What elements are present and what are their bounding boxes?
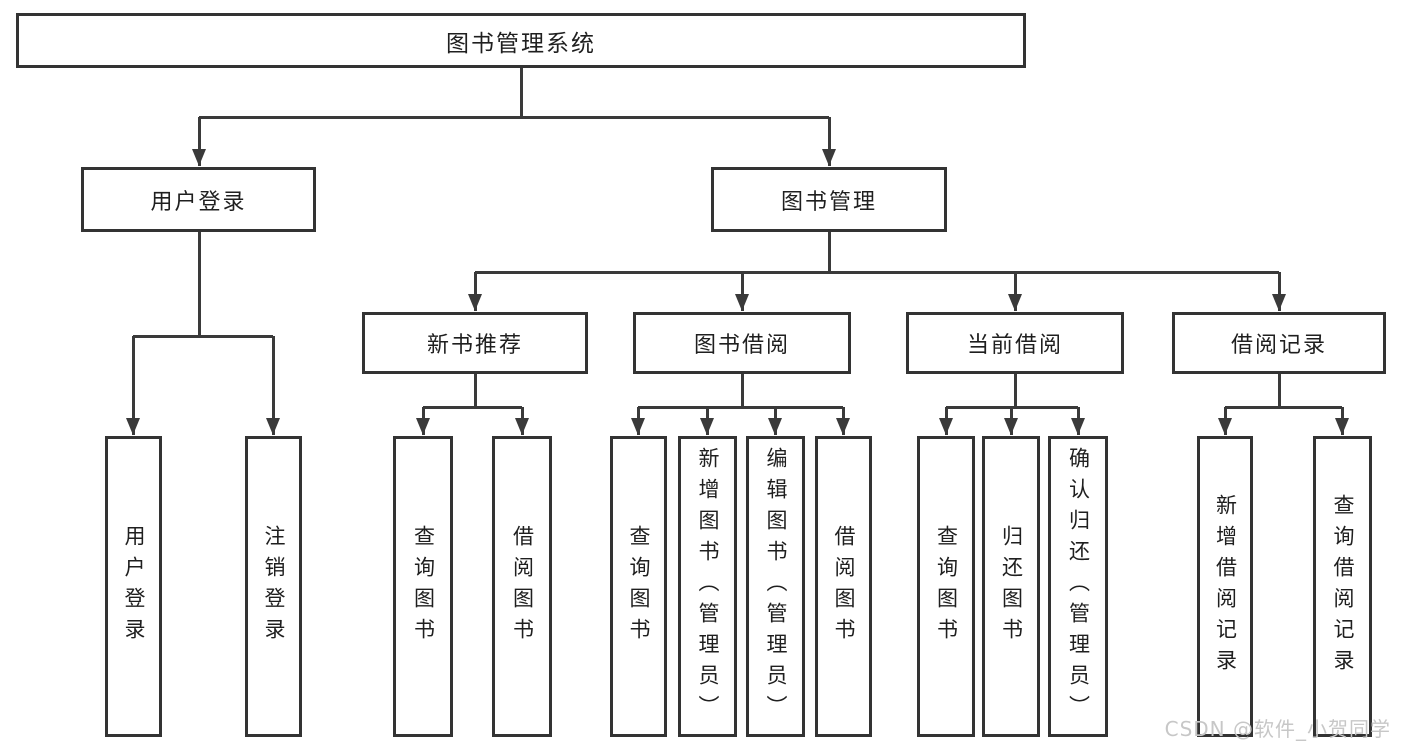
leaf-bb-borrow-books: 借阅图书 [815, 436, 872, 737]
conn-l1-hline [199, 115, 829, 119]
leaf-user-login: 用户登录 [105, 436, 162, 737]
conn-newbooks-hline [423, 405, 522, 409]
conn-borrow-drop [740, 374, 744, 407]
leaf-br-query-record: 查询借阅记录 [1313, 436, 1372, 737]
leaf-nb-borrow-books: 借阅图书 [492, 436, 552, 737]
conn-arrow-bb-borrow [841, 407, 845, 435]
leaf-nb-borrow-books-label: 借阅图书 [510, 524, 535, 649]
conn-arrow-borrow-records [1277, 272, 1281, 311]
conn-arrow-book-borrow [740, 272, 744, 311]
conn-arrow-leaf-user-login [131, 336, 135, 435]
conn-mgmt-drop [827, 232, 831, 272]
conn-arrow-new-books [473, 272, 477, 311]
leaf-br-add-record: 新增借阅记录 [1197, 436, 1253, 737]
node-current-borrow-label: 当前借阅 [966, 333, 1063, 358]
conn-arrow-cb-return [1009, 407, 1013, 435]
leaf-user-login-label: 用户登录 [122, 524, 146, 649]
leaf-cb-query-books-label: 查询图书 [934, 524, 959, 649]
leaf-bb-query-books-label: 查询图书 [627, 524, 651, 649]
conn-arrow-cb-confirm [1076, 407, 1080, 435]
node-user-login: 用户登录 [81, 167, 316, 232]
conn-arrow-bb-query [636, 407, 640, 435]
leaf-nb-query-books: 查询图书 [393, 436, 453, 737]
conn-arrow-cb-query [944, 407, 948, 435]
node-new-books: 新书推荐 [362, 312, 588, 374]
conn-root-drop [519, 68, 523, 117]
conn-arrow-bb-edit [773, 407, 777, 435]
node-current-borrow: 当前借阅 [906, 312, 1124, 374]
leaf-br-query-record-label: 查询借阅记录 [1331, 493, 1355, 680]
leaf-cb-return-books: 归还图书 [982, 436, 1040, 737]
conn-arrow-bb-add [705, 407, 709, 435]
conn-arrow-br-query [1340, 407, 1344, 435]
node-new-books-label: 新书推荐 [426, 333, 523, 358]
leaf-cb-query-books: 查询图书 [917, 436, 975, 737]
csdn-watermark: CSDN @软件_小贺同学 [1164, 717, 1391, 741]
conn-newbooks-drop [473, 374, 477, 407]
leaf-cb-return-books-label: 归还图书 [999, 524, 1024, 649]
conn-arrow-br-add [1223, 407, 1227, 435]
leaf-br-add-record-label: 新增借阅记录 [1213, 493, 1238, 680]
leaf-bb-add-book-admin: 新增图书（管理员） [678, 436, 737, 737]
conn-user-hline [133, 334, 273, 338]
leaf-logout-label: 注销登录 [262, 524, 286, 649]
node-borrow-records: 借阅记录 [1172, 312, 1386, 374]
conn-arrow-user-login [197, 117, 201, 166]
conn-arrow-book-mgmt [827, 117, 831, 166]
conn-arrow-nb-borrow [520, 407, 524, 435]
node-root-label: 图书管理系统 [446, 30, 596, 57]
node-book-borrow: 图书借阅 [633, 312, 851, 374]
node-user-login-label: 用户登录 [150, 189, 247, 215]
conn-user-drop [197, 232, 201, 336]
leaf-bb-edit-book-admin-label: 编辑图书（管理员） [764, 447, 788, 726]
conn-mgmt-hline [475, 270, 1279, 274]
node-borrow-records-label: 借阅记录 [1230, 333, 1327, 358]
leaf-bb-borrow-books-label: 借阅图书 [832, 524, 856, 649]
node-book-mgmt: 图书管理 [711, 167, 947, 232]
conn-arrow-leaf-logout [271, 336, 275, 435]
conn-current-drop [1013, 374, 1017, 407]
leaf-nb-query-books-label: 查询图书 [411, 524, 436, 649]
conn-arrow-nb-query [421, 407, 425, 435]
leaf-bb-query-books: 查询图书 [610, 436, 667, 737]
conn-arrow-current-borrow [1013, 272, 1017, 311]
leaf-bb-add-book-admin-label: 新增图书（管理员） [696, 447, 720, 726]
node-root: 图书管理系统 [16, 13, 1026, 68]
conn-records-drop [1277, 374, 1281, 407]
conn-records-hline [1225, 405, 1342, 409]
leaf-bb-edit-book-admin: 编辑图书（管理员） [746, 436, 805, 737]
node-book-borrow-label: 图书借阅 [693, 333, 790, 358]
leaf-logout: 注销登录 [245, 436, 302, 737]
conn-borrow-hline [638, 405, 843, 409]
leaf-cb-confirm-return-admin-label: 确认归还（管理员） [1066, 447, 1091, 726]
leaf-cb-confirm-return-admin: 确认归还（管理员） [1048, 436, 1108, 737]
node-book-mgmt-label: 图书管理 [780, 189, 877, 215]
